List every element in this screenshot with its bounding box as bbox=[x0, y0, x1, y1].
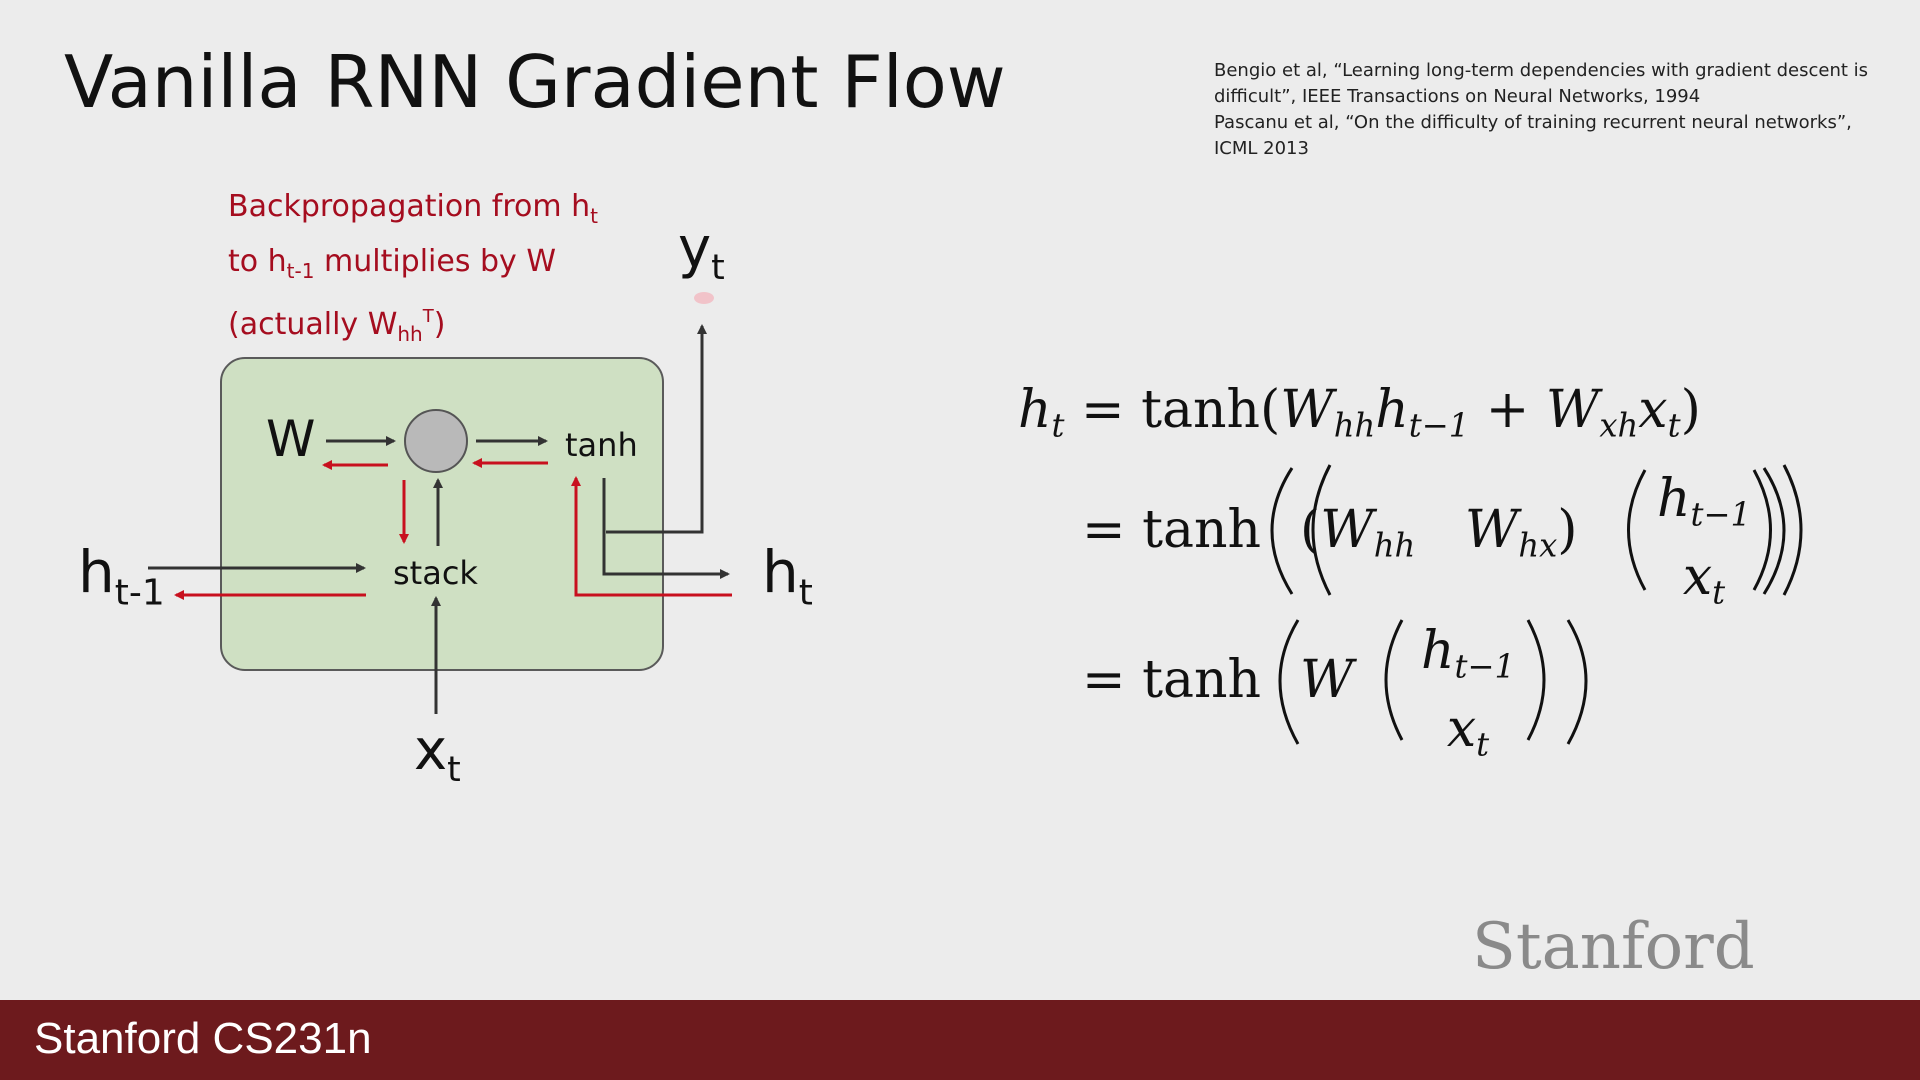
arrow-tanh-to-yt bbox=[606, 324, 707, 534]
footer-bar: Stanford CS231n bbox=[0, 1000, 1920, 1080]
multiply-node bbox=[404, 409, 468, 473]
h-prev-label: ht-1 bbox=[78, 538, 165, 614]
course-label: Stanford CS231n bbox=[34, 1014, 372, 1063]
stack-label: stack bbox=[393, 554, 478, 592]
equation-line-2-row-vector: (Whh Whx) bbox=[1300, 500, 1578, 565]
references: Bengio et al, “Learning long-term depend… bbox=[1214, 58, 1894, 162]
caption-line-3: (actually WhhT) bbox=[228, 306, 446, 346]
backprop-caption: Backpropagation from ht to ht-1 multipli… bbox=[228, 184, 688, 357]
grad-arrow-ht-to-tanh bbox=[571, 476, 732, 597]
equation-line-3-w: W bbox=[1300, 650, 1354, 710]
equation-line-2-col-vector: ht−1 xt bbox=[1657, 469, 1751, 612]
reference-pascanu: Pascanu et al, “On the difficulty of tra… bbox=[1214, 112, 1852, 159]
slide-title: Vanilla RNN Gradient Flow bbox=[64, 40, 1006, 124]
rnn-cell-diagram bbox=[148, 292, 732, 714]
tanh-label: tanh bbox=[565, 426, 638, 464]
reference-bengio: Bengio et al, “Learning long-term depend… bbox=[1214, 60, 1869, 107]
w-label: W bbox=[266, 410, 316, 468]
caption-line-2: to ht-1 multiplies by W bbox=[228, 244, 557, 283]
x-in-label: xt bbox=[414, 718, 461, 791]
caption-line-1: Backpropagation from ht bbox=[228, 189, 598, 228]
stanford-wordmark: Stanford bbox=[1472, 910, 1755, 984]
equation-line-3-col-vector: ht−1 xt bbox=[1421, 621, 1515, 764]
equation-line-2: = tanh bbox=[1082, 500, 1261, 560]
y-out-label: yt bbox=[678, 216, 725, 289]
equation-line-3: = tanh bbox=[1082, 650, 1261, 710]
equation-line-2-brackets bbox=[1270, 464, 1803, 745]
arrow-tanh-to-ht bbox=[602, 478, 730, 579]
rnn-cell-box bbox=[220, 357, 664, 671]
pointer-marker bbox=[694, 292, 714, 304]
equation-line-1: ht = tanh(Whhht−1 + Wxhxt) bbox=[1018, 380, 1701, 445]
h-out-label: ht bbox=[762, 538, 813, 614]
